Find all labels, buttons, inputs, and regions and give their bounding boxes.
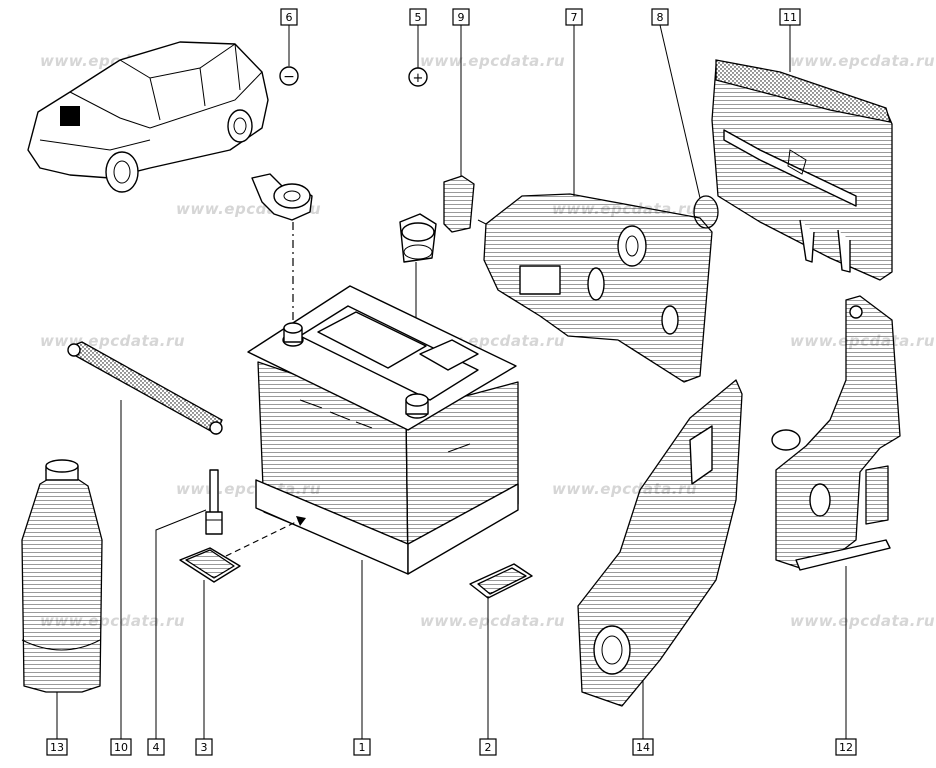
svg-text:13: 13 [50,741,64,754]
plug [693,195,719,229]
callout-10: 10 [110,738,132,756]
svg-text:4: 4 [153,741,160,754]
electrolyte-bottle [21,459,103,693]
svg-text:14: 14 [636,741,650,754]
svg-text:10: 10 [114,741,128,754]
svg-text:9: 9 [458,11,465,24]
callout-9: 9 [452,8,470,26]
svg-text:3: 3 [201,741,208,754]
callout-1: 1 [353,738,371,756]
svg-text:7: 7 [571,11,578,24]
callout-3: 3 [195,738,213,756]
callout-4: 4 [147,738,165,756]
callout-2: 2 [479,738,497,756]
battery-terminal-cover [469,563,533,599]
callout-5: 5 [409,8,427,26]
callout-12: 12 [835,738,857,756]
clip [443,175,475,233]
battery-strap [67,341,223,435]
watermark-text: www.epcdata.ru [790,52,935,70]
battery-location-marker [60,106,80,126]
battery [247,285,519,575]
callout-labels: 6 5 9 7 8 11 13 10 4 3 1 2 14 12 [46,8,857,756]
battery-heat-shield [477,193,713,383]
tray-support-bracket [771,295,901,571]
svg-text:12: 12 [839,741,853,754]
callout-13: 13 [46,738,68,756]
positive-symbol: + [413,71,424,86]
callout-8: 8 [651,8,669,26]
vehicle-illustration [27,41,269,193]
battery-clamp-plate [179,516,306,583]
leader-lines [56,24,847,739]
callout-11: 11 [779,8,801,26]
svg-text:8: 8 [657,11,664,24]
watermark-text: www.epcdata.ru [420,612,565,630]
svg-text:11: 11 [783,11,797,24]
svg-text:2: 2 [485,741,492,754]
negative-terminal-clamp: − [251,66,313,320]
svg-text:6: 6 [286,11,293,24]
watermark-text: www.epcdata.ru [790,612,935,630]
svg-text:5: 5 [415,11,422,24]
watermark-text: www.epcdata.ru [420,52,565,70]
positive-terminal-clamp: + [399,67,437,390]
battery-tray-panel [711,59,893,281]
watermark-text: www.epcdata.ru [40,332,185,350]
negative-symbol: − [283,69,295,85]
svg-text:1: 1 [359,741,366,754]
callout-6: 6 [280,8,298,26]
callout-14: 14 [632,738,654,756]
callout-7: 7 [565,8,583,26]
air-duct-shield [577,379,743,707]
clamp-bolt [205,469,223,535]
